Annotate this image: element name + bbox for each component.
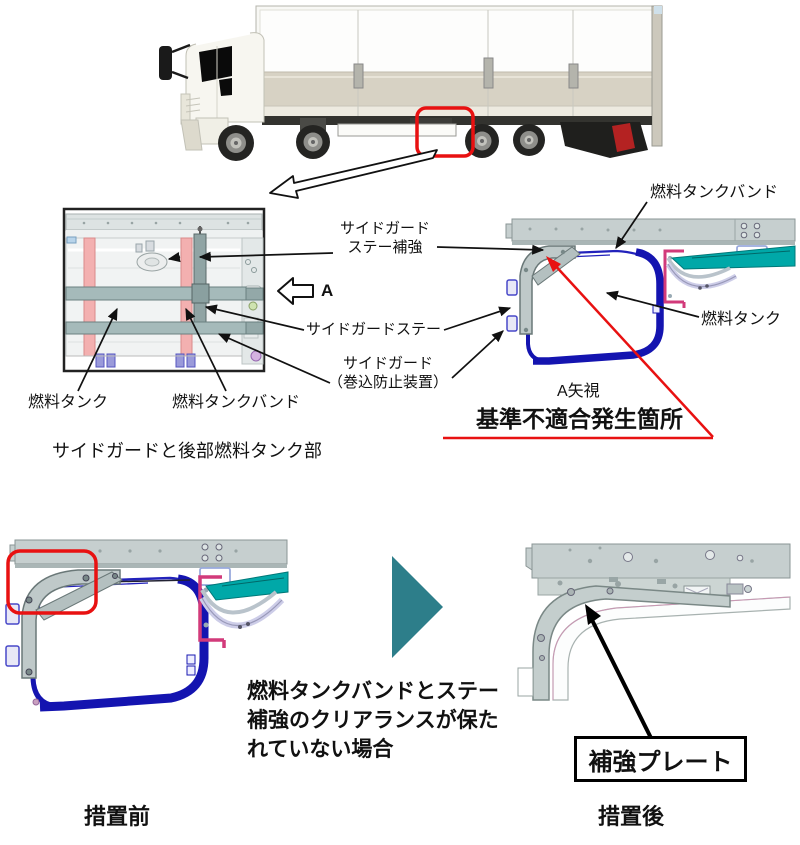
before-drawing — [5, 539, 289, 712]
plate-callout-arrow — [585, 604, 654, 741]
label-fuel-tank-band-left: 燃料タンクバンド — [172, 394, 301, 411]
after-drawing — [517, 543, 791, 701]
label-view-a: A矢視 — [557, 383, 600, 400]
view-a-arrow-icon — [277, 277, 314, 305]
a-view-drawing — [505, 218, 796, 365]
label-before: 措置前 — [84, 804, 151, 829]
caption-side-guard-section: サイドガードと後部燃料タンク部 — [52, 441, 322, 461]
truck-wheels — [218, 124, 545, 161]
plate-label: 補強プレート — [588, 748, 733, 776]
label-after: 措置後 — [598, 804, 665, 829]
label-connector-lines — [77, 201, 700, 392]
zoom-callout-arrow-icon — [269, 149, 438, 199]
label-side-guard-stay: サイドガードステー — [306, 321, 442, 338]
label-nonconformance: 基準不適合発生箇所 — [476, 406, 683, 432]
plate-label-box: 補強プレート — [574, 736, 747, 782]
label-stay-reinforcement: サイドガード ステー補強 — [339, 220, 430, 256]
text-condition: 燃料タンクバンドとステー 補強のクリアランスが保た れていない場合 — [247, 680, 499, 761]
label-fuel-tank-right: 燃料タンク — [701, 311, 782, 328]
truck-photo — [159, 5, 663, 161]
side-view-drawing — [62, 207, 266, 373]
truck-highlight-box — [415, 106, 475, 158]
nonconformance-marker — [443, 256, 714, 440]
before-highlight-box — [6, 549, 98, 615]
label-view-a-letter: A — [321, 281, 334, 300]
transition-arrow-icon — [392, 556, 443, 658]
label-fuel-tank-band-right: 燃料タンクバンド — [650, 184, 779, 201]
label-side-guard: サイドガード （巻込防止装置） — [327, 355, 448, 391]
label-fuel-tank-left: 燃料タンク — [28, 394, 109, 411]
